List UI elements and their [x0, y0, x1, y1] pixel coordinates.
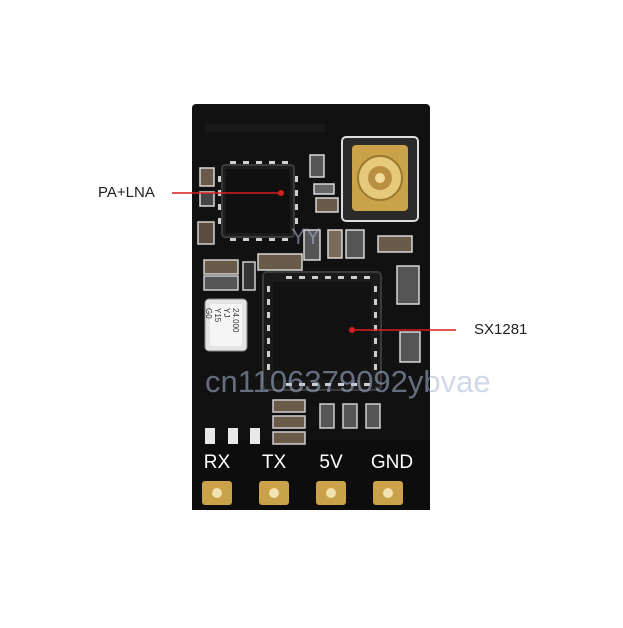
pin-label-5v: 5V: [319, 452, 343, 473]
lower-components: [205, 399, 381, 445]
antenna-connector: [341, 136, 419, 222]
watermark-main: cn1106379092ybvae: [205, 364, 491, 399]
pin-label-gnd: GND: [370, 452, 414, 473]
callout-sx1281: SX1281: [474, 321, 528, 338]
passive-components: [197, 154, 421, 363]
pin-label-rx: RX: [203, 452, 231, 473]
pin-label-tx: TX: [261, 452, 287, 473]
watermark-small: YY: [291, 224, 321, 249]
crystal-line-2: YJ: [222, 308, 231, 318]
crystal-oscillator: [204, 298, 248, 352]
crystal-line-4: G0: [204, 308, 213, 319]
crystal-line-1: 24.000: [231, 308, 240, 333]
callout-pa-lna: PA+LNA: [98, 184, 155, 201]
callout-lines: [172, 190, 456, 333]
pa-lna-chip: [218, 161, 298, 241]
crystal-marking: 24.000 YJ Y15 G0: [204, 308, 240, 348]
crystal-line-3: Y15: [213, 308, 222, 323]
pin-pads: [202, 481, 403, 505]
